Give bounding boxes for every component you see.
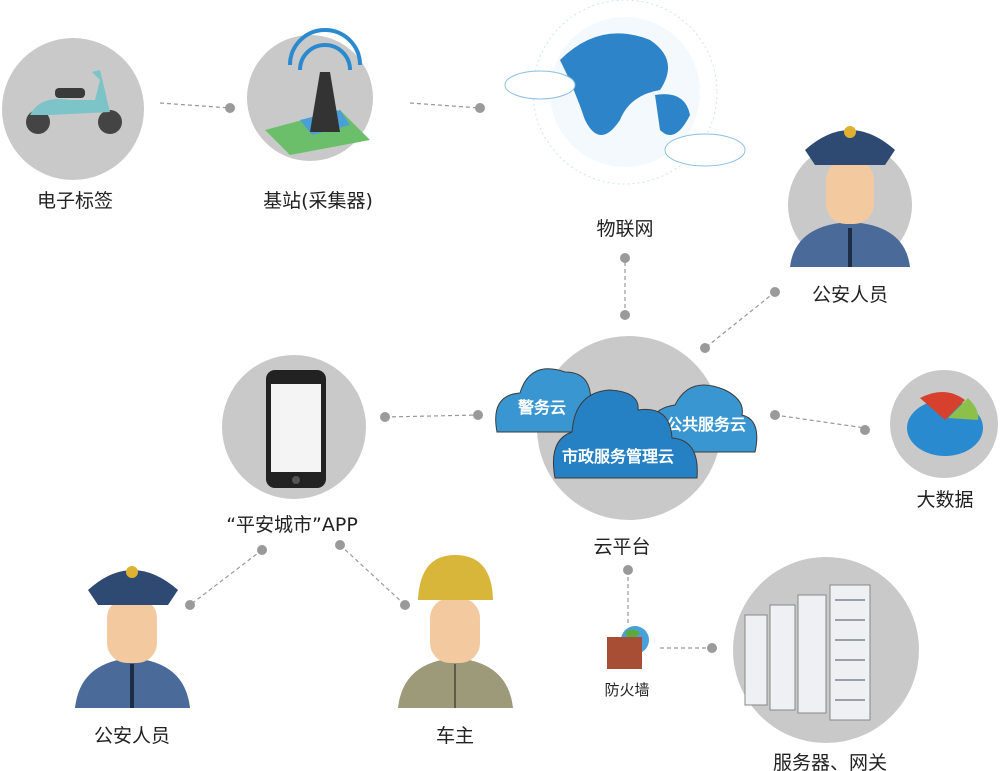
link-station-iot	[409, 102, 481, 109]
link-dot	[380, 412, 390, 422]
public-cloud-label: 公共服务云	[666, 415, 746, 434]
e-tag-label: 电子标签	[36, 190, 114, 212]
municipal-cloud-label: 市政服务管理云	[562, 447, 674, 466]
link-dot	[623, 565, 633, 575]
link-dot	[257, 545, 267, 555]
municipal-cloud-icon: 市政服务管理云	[552, 389, 698, 479]
police-top-label: 公安人员	[811, 284, 889, 306]
link-app-owner	[339, 544, 406, 606]
link-dot	[335, 540, 345, 550]
link-police-cloud	[704, 291, 776, 349]
servers-label: 服务器、网关	[772, 752, 888, 771]
link-dot	[400, 600, 410, 610]
public-cloud-icon: 公共服务云	[647, 384, 758, 453]
link-app-police	[189, 549, 263, 606]
police-bottom-label: 公安人员	[93, 725, 171, 747]
link-dot	[620, 253, 630, 263]
link-dot	[620, 310, 630, 320]
police-cloud-label: 警务云	[517, 398, 566, 417]
big-data-label: 大数据	[916, 489, 974, 511]
cloud-platform-label: 云平台	[593, 536, 651, 558]
link-cloud-bigdata	[774, 414, 866, 429]
link-dot	[770, 410, 780, 420]
base-station-label: 基站(采集器)	[263, 190, 373, 212]
link-dot	[475, 103, 485, 113]
app-label: “平安城市”APP	[226, 514, 358, 536]
link-dot	[770, 287, 780, 297]
link-dot	[707, 643, 717, 653]
police-cloud-icon: 警务云	[495, 368, 592, 433]
link-etag-station	[159, 102, 231, 109]
iot-label: 物联网	[596, 218, 654, 240]
firewall-label: 防火墙	[604, 681, 650, 699]
link-dot	[860, 425, 870, 435]
link-dot	[225, 103, 235, 113]
link-dot	[700, 343, 710, 353]
car-owner-label: 车主	[435, 725, 475, 747]
link-dot	[185, 600, 195, 610]
link-app-cloud	[384, 414, 479, 418]
link-dot	[473, 410, 483, 420]
